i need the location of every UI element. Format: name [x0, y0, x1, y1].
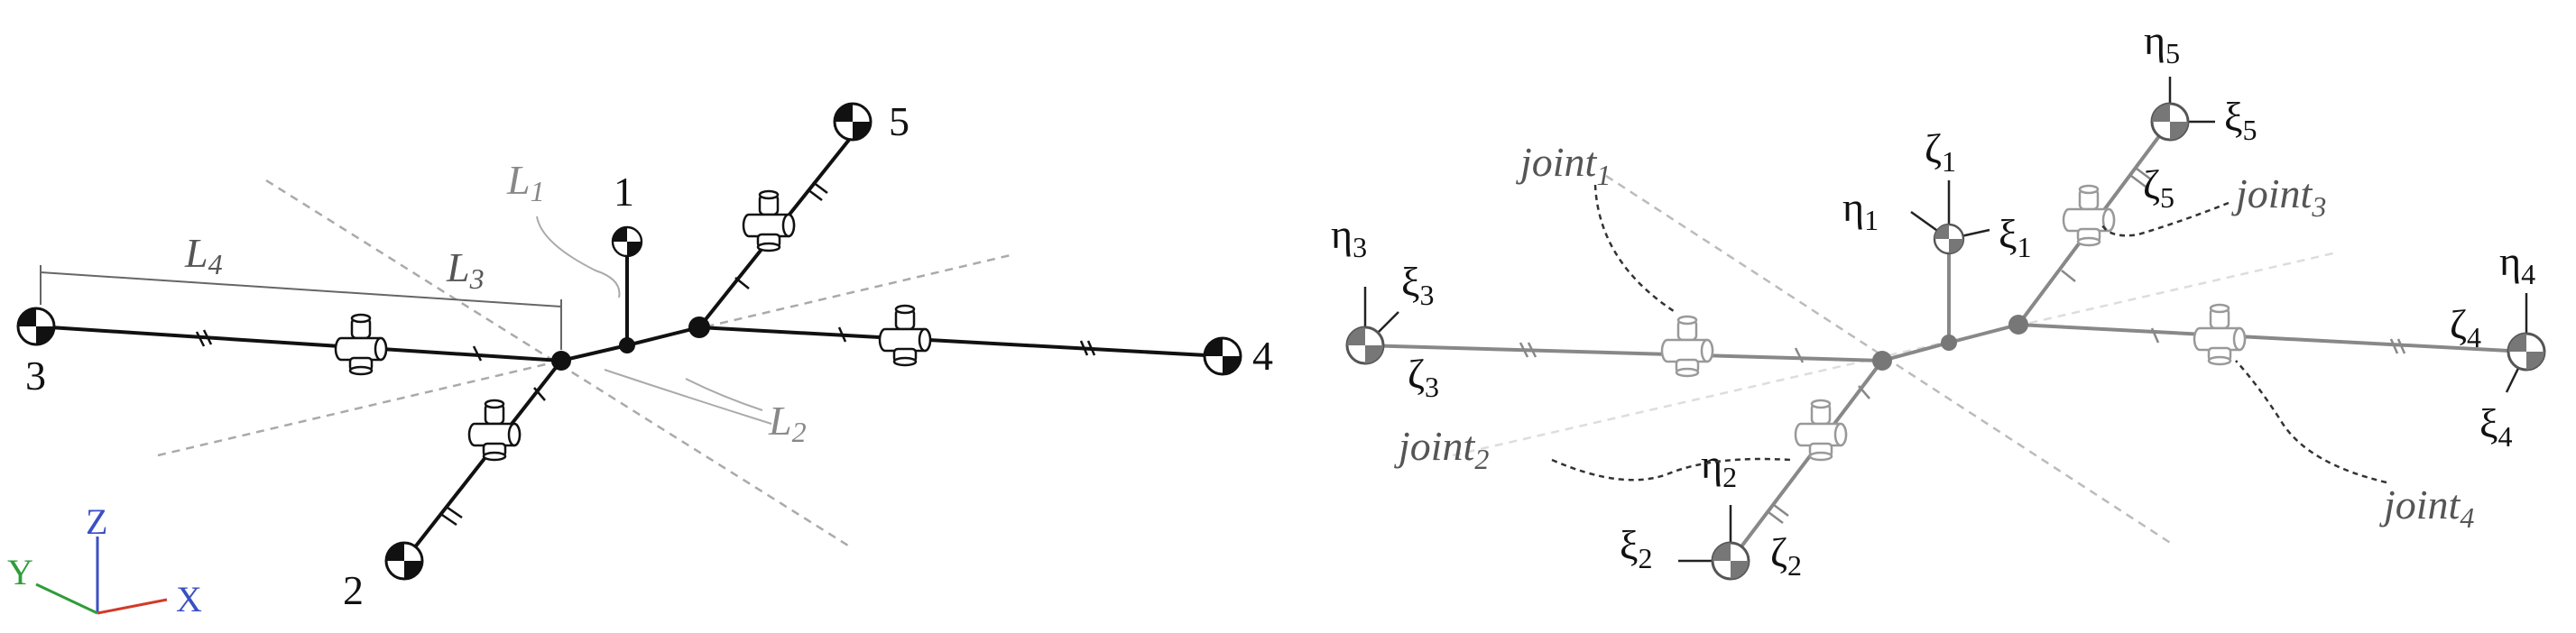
- leader-line-L2b: [604, 369, 772, 425]
- frame5-xi: ξ5: [2224, 94, 2257, 146]
- body-frame-icon: [2150, 102, 2190, 142]
- link-ticks: [195, 181, 1096, 527]
- length-label-L2: L2: [768, 398, 807, 448]
- axis-label-z: Z: [86, 501, 107, 542]
- leader-line-L1: [536, 216, 621, 298]
- frame5-zeta: ζ5: [2143, 161, 2174, 214]
- revolute-joint-icon: [467, 399, 522, 462]
- frame3-eta: η3: [1331, 211, 1367, 263]
- node-dot: [619, 337, 635, 353]
- frame1-eta: η1: [1842, 184, 1879, 236]
- frame3-zeta: ζ3: [1408, 351, 1439, 403]
- length-label-L1: L1: [506, 157, 545, 207]
- mass-center-icon: [611, 225, 643, 258]
- node-label-1: 1: [614, 169, 634, 215]
- frame4-zeta: ζ4: [2450, 301, 2481, 353]
- node-dot: [688, 316, 710, 338]
- links: [1364, 120, 2527, 563]
- frame1-xi: ξ1: [1999, 211, 2032, 263]
- node-label-5: 5: [889, 98, 909, 144]
- mass-center-icon: [833, 102, 873, 142]
- dimension-bracket: [40, 265, 562, 350]
- revolute-joint-icon: [1794, 399, 1848, 462]
- body-frame-icon: [2507, 332, 2546, 372]
- frame3-xi: ξ3: [1401, 259, 1435, 311]
- frame2-eta: η2: [1701, 441, 1737, 493]
- frame5-eta: η5: [2144, 17, 2180, 69]
- xyz-triad: Z X Y: [7, 501, 202, 619]
- frame1-zeta: ζ1: [1925, 125, 1956, 178]
- length-label-L4: L4: [184, 230, 223, 280]
- right-panel: η1 ζ1 ξ1 η2 ξ2 ζ2 η3 ξ3 ζ3 η4 ζ4 ξ4 η5 ξ…: [1331, 17, 2546, 582]
- node-label-4: 4: [1252, 333, 1273, 379]
- axis-label-y: Y: [7, 552, 33, 592]
- revolute-joint-icon: [334, 313, 388, 376]
- joint-label-1: joint1: [1516, 139, 1611, 191]
- mass-center-icon: [1203, 336, 1242, 376]
- node-dot: [551, 351, 571, 371]
- revolute-joint-icon: [742, 189, 796, 252]
- frame4-eta: η4: [2499, 238, 2535, 290]
- body-frame-icon: [1933, 223, 1965, 255]
- revolute-joint-icon: [2062, 184, 2116, 247]
- node-dot: [2008, 315, 2028, 335]
- revolute-joint-icon: [1660, 315, 1714, 378]
- body-frame-icon: [1711, 541, 1750, 581]
- joint-label-2: joint2: [1394, 423, 1489, 475]
- mass-center-icon: [16, 307, 56, 346]
- joint-label-4: joint4: [2379, 482, 2474, 534]
- joint-label-3: joint3: [2231, 170, 2326, 223]
- dashed-ref-line-b: [1452, 251, 2338, 457]
- revolute-joint-icon: [2193, 303, 2247, 366]
- left-panel: 1 2 3 4 5 L4 L3 L1 L2 Z X Y: [7, 98, 1273, 619]
- node-label-3: 3: [25, 353, 46, 399]
- axis-label-x: X: [176, 579, 202, 619]
- node-dot: [1941, 335, 1957, 351]
- leader-line-L2: [685, 378, 763, 411]
- node-label-2: 2: [343, 567, 364, 613]
- joint-leaders: [1551, 184, 2387, 484]
- revolute-joint-icon: [878, 304, 932, 367]
- body-frame-icon: [1345, 326, 1385, 365]
- node-dot: [1872, 351, 1892, 371]
- frame2-xi: ξ2: [1620, 522, 1653, 574]
- frame4-xi: ξ4: [2479, 400, 2513, 453]
- mass-center-icon: [384, 541, 424, 581]
- link-ticks: [1519, 168, 2406, 524]
- frame2-zeta: ζ2: [1770, 529, 1802, 582]
- length-label-L3: L3: [446, 244, 485, 295]
